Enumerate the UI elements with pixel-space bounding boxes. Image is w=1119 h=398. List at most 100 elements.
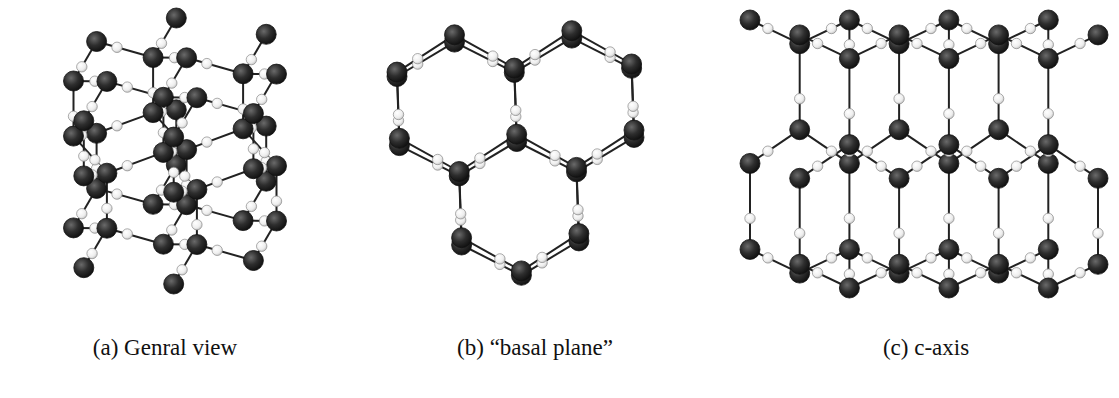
oxygen-atom [164, 274, 184, 294]
hydrogen-atom [962, 146, 972, 156]
oxygen-atom [64, 71, 84, 91]
hydrogen-atom [1075, 268, 1085, 278]
oxygen-atom [839, 135, 859, 155]
lattice-panel [740, 10, 1108, 298]
hydrogen-atom [976, 161, 986, 171]
hydrogen-atom [876, 38, 886, 48]
hydrogen-atom [475, 153, 485, 163]
hydrogen-atom [177, 265, 187, 275]
oxygen-atom [989, 25, 1009, 45]
bond-line [1097, 178, 1099, 264]
oxygen-atom [939, 10, 959, 30]
oxygen-atom [449, 162, 469, 182]
hydrogen-atom [926, 146, 936, 156]
hydrogen-atom [257, 94, 267, 104]
bond-line [1047, 59, 1049, 145]
hydrogen-atom [962, 23, 972, 33]
hydrogen-atom [90, 155, 100, 165]
oxygen-atom [187, 88, 207, 108]
hydrogen-atom [745, 213, 755, 223]
hydrogen-atom [993, 228, 1003, 238]
hydrogen-atom [812, 38, 822, 48]
oxygen-atom [1038, 49, 1058, 69]
oxygen-atom [939, 49, 959, 69]
hydrogen-atom [812, 161, 822, 171]
hydrogen-atom [212, 177, 222, 187]
oxygen-atom [243, 104, 263, 124]
oxygen-atom [839, 49, 859, 69]
oxygen-atom [97, 163, 117, 183]
hydrogen-atom [202, 137, 212, 147]
oxygen-atom [839, 10, 859, 30]
oxygen-atom [889, 168, 909, 188]
oxygen-atom [452, 228, 472, 248]
hydrogen-atom [122, 161, 132, 171]
panel-caption: (c) c-axis [883, 334, 969, 362]
oxygen-atom [790, 25, 810, 45]
hydrogen-atom [393, 109, 403, 119]
hydrogen-atom [156, 38, 166, 48]
oxygen-atom [1038, 10, 1058, 30]
hydrogen-atom [912, 268, 922, 278]
oxygen-atom [889, 120, 909, 140]
oxygen-atom [889, 254, 909, 274]
hydrogen-atom [1075, 38, 1085, 48]
hydrogen-atom [87, 101, 97, 111]
oxygen-atom [164, 182, 184, 202]
oxygen-atom [143, 48, 163, 68]
oxygen-atom [177, 48, 197, 68]
hydrogen-atom [112, 189, 122, 199]
hydrogen-atom [1011, 161, 1021, 171]
bond-line [948, 163, 950, 249]
bond-line [848, 163, 850, 249]
hydrogen-atom [763, 23, 773, 33]
hydrogen-atom [862, 146, 872, 156]
hydrogen-atom [112, 42, 122, 52]
oxygen-atom [243, 159, 263, 179]
hydrogen-atom [795, 228, 805, 238]
hydrogen-atom [550, 150, 560, 160]
oxygen-atom [387, 62, 407, 82]
hydrogen-atom [202, 58, 212, 68]
oxygen-atom [243, 251, 263, 271]
hydrogen-atom [993, 94, 1003, 104]
oxygen-atom [740, 10, 760, 30]
hydrogen-atom [862, 23, 872, 33]
hydrogen-atom [456, 209, 466, 219]
oxygen-atom [507, 124, 527, 144]
hydrogen-atom [1011, 268, 1021, 278]
hydrogen-atom [511, 105, 521, 115]
oxygen-atom [839, 278, 859, 298]
hydrogen-atom [763, 146, 773, 156]
bond-line [749, 163, 751, 249]
oxygen-atom [267, 64, 287, 84]
oxygen-atom [939, 278, 959, 298]
oxygen-atom [622, 54, 642, 74]
oxygen-atom [624, 120, 644, 140]
oxygen-atom [445, 25, 465, 45]
panel-caption: (a) Genral view [93, 334, 237, 362]
oxygen-atom [166, 8, 186, 28]
bond-line [998, 178, 1000, 264]
hydrogen-atom [763, 253, 773, 263]
oxygen-atom [1038, 278, 1058, 298]
hydrogen-atom [167, 225, 177, 235]
hydrogen-atom [912, 38, 922, 48]
hydrogen-atom [246, 54, 256, 64]
oxygen-atom [1088, 254, 1108, 274]
bond-line [1047, 163, 1049, 249]
hydrogen-atom [976, 38, 986, 48]
oxygen-atom [1088, 168, 1108, 188]
hydrogen-atom [79, 151, 89, 161]
hydrogen-atom [894, 94, 904, 104]
hydrogen-atom [628, 101, 638, 111]
hydrogen-atom [795, 94, 805, 104]
oxygen-atom [939, 135, 959, 155]
oxygen-atom [74, 111, 94, 131]
oxygen-atom [1038, 239, 1058, 259]
hydrogen-atom [259, 147, 269, 157]
hydrogen-atom [413, 54, 423, 64]
hydrogen-atom [876, 268, 886, 278]
oxygen-atom [989, 254, 1009, 274]
oxygen-atom [790, 168, 810, 188]
